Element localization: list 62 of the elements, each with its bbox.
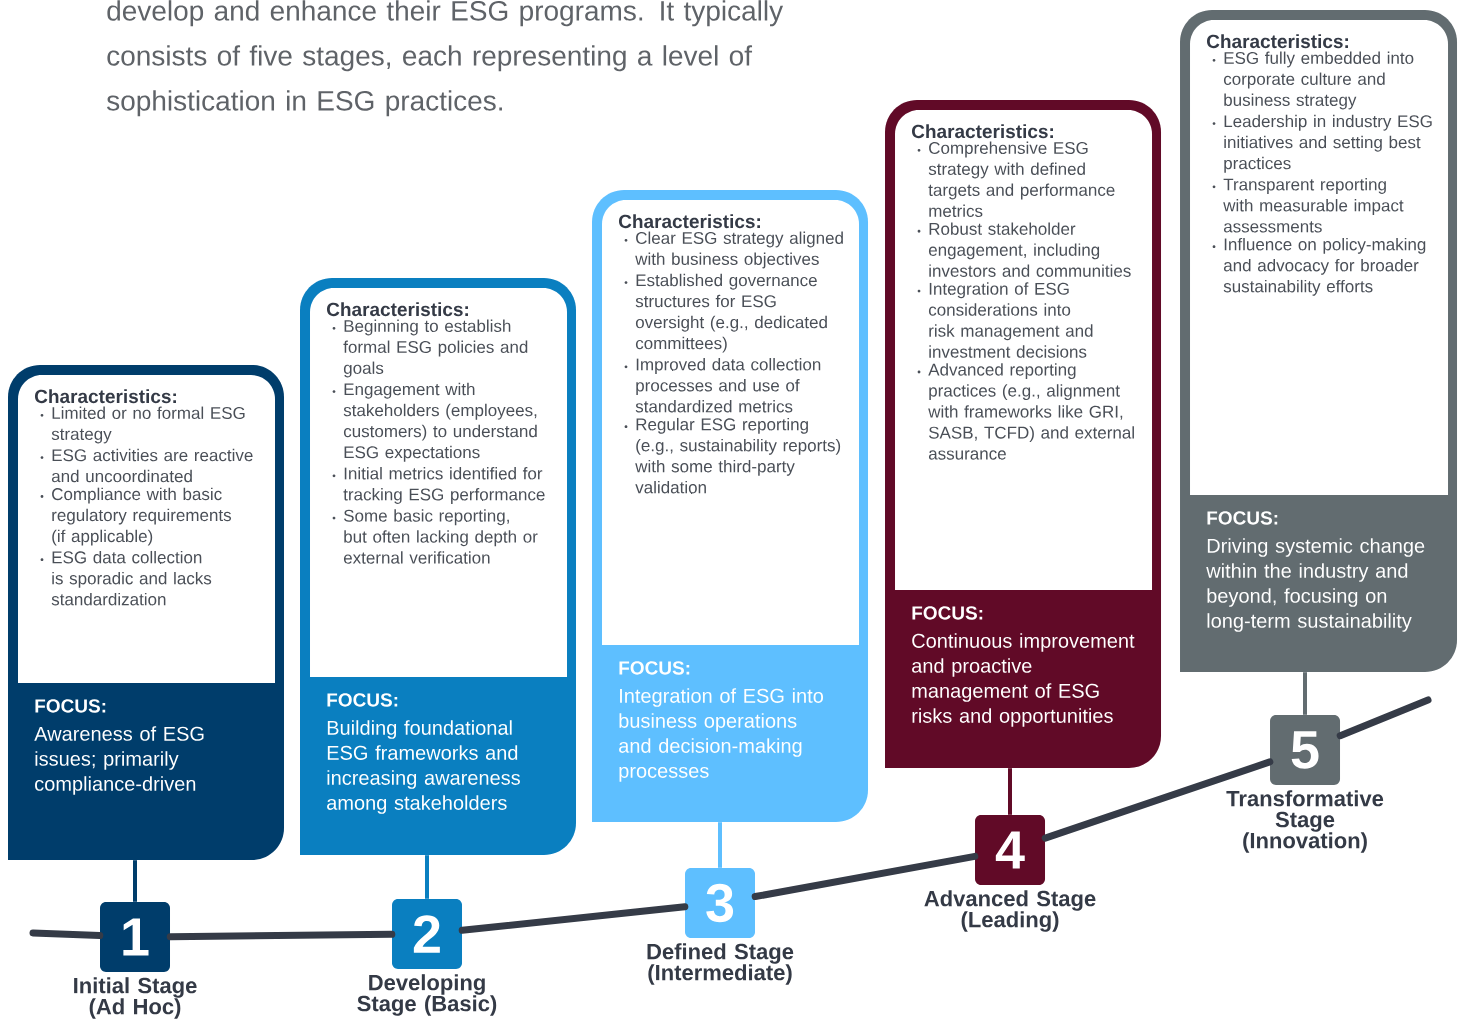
stage-number: 2 xyxy=(392,899,462,969)
connector-line xyxy=(458,903,689,934)
bullet-item: Initial metrics identified for tracking ESG performance xyxy=(332,467,545,504)
bullet-item: Influence on policy-making and advocacy for broader sustainability efforts xyxy=(1212,237,1426,296)
focus-heading: FOCUS: xyxy=(1207,511,1278,525)
focus-text: Continuous improvement and proactive management of ESG risks and opportunities xyxy=(912,633,1135,727)
stage-name: Defined Stage (Intermediate) xyxy=(647,943,794,985)
stage-name: Advanced Stage (Leading) xyxy=(924,890,1096,932)
bullet-item: Leadership in industry ESG initiatives and setting best practices xyxy=(1212,114,1432,173)
stage-name: Initial Stage (Ad Hoc) xyxy=(74,977,197,1019)
connector-line xyxy=(166,930,396,941)
connector-line xyxy=(133,860,137,902)
stage-card xyxy=(592,190,868,822)
bullet-item: Robust stakeholder engagement, including investors and communities xyxy=(917,222,1131,277)
characteristics-heading: Characteristics: xyxy=(912,124,1053,139)
bullet-item: ESG activities are reactive and uncoordinated xyxy=(40,448,253,483)
connector-line xyxy=(1008,768,1012,815)
stage-number: 3 xyxy=(685,868,755,938)
bullet-item: Limited or no formal ESG strategy xyxy=(40,406,245,444)
characteristics-heading: Characteristics: xyxy=(35,389,176,404)
connector-line xyxy=(29,929,104,940)
focus-heading: FOCUS: xyxy=(35,699,106,713)
focus-text: Integration of ESG into business operations and decision-making processes xyxy=(619,688,823,782)
connector-line xyxy=(1303,672,1307,715)
focus-text: Awareness of ESG issues; primarily compliance-driven xyxy=(34,726,204,795)
stage-card xyxy=(885,100,1161,768)
focus-heading: FOCUS: xyxy=(327,693,398,707)
stage-number: 5 xyxy=(1270,715,1340,785)
stage-name: Transformative Stage (Innovation) xyxy=(1226,790,1384,853)
bullet-item: Advanced reporting practices (e.g., alignment with frameworks like GRI, SASB, TCFD) and external assurance xyxy=(917,363,1134,460)
characteristics-heading: Characteristics: xyxy=(619,214,760,229)
bullet-item: Compliance with basic regulatory requirements (if applicable) xyxy=(40,487,232,546)
bullet-item: Transparent reporting with measurable impact assessments xyxy=(1212,178,1404,233)
bullet-item: ESG data collection is sporadic and lacks standardization xyxy=(40,550,212,606)
characteristics-heading: Characteristics: xyxy=(327,302,468,317)
focus-heading: FOCUS: xyxy=(912,606,983,620)
stage-name: Developing Stage (Basic) xyxy=(357,974,497,1016)
stage-card xyxy=(300,278,576,855)
bullet-item: Some basic reporting, but often lacking depth or external verification xyxy=(332,509,538,564)
bullet-item: Comprehensive ESG strategy with defined targets and performance metrics xyxy=(917,141,1115,218)
bullet-item: ESG fully embedded into corporate culture and business strategy xyxy=(1212,51,1414,110)
connector-line xyxy=(718,822,722,868)
stage-number: 4 xyxy=(975,815,1045,885)
focus-text: Building foundational ESG frameworks and increasing awareness among stakeholders xyxy=(327,720,520,814)
connector-line xyxy=(1041,758,1274,842)
focus-heading: FOCUS: xyxy=(619,661,690,675)
bullet-item: Established governance structures for ESG oversight (e.g., dedicated committees) xyxy=(624,273,827,353)
intro-text: develop and enhance their ESG programs. It typically consists of five stages, each representing a level of sophistication in ESG practices. xyxy=(107,0,784,117)
focus-text: Driving systemic change within the industry and beyond, focusing on long-term sustainability xyxy=(1206,538,1425,632)
characteristics-heading: Characteristics: xyxy=(1207,34,1348,49)
connector-line xyxy=(751,852,979,901)
stage-number: 1 xyxy=(100,902,170,972)
stage-card xyxy=(8,365,284,860)
connector-line xyxy=(1336,696,1432,740)
bullet-item: Engagement with stakeholders (employees, customers) to understand ESG expectations xyxy=(332,382,537,462)
bullet-item: Beginning to establish formal ESG policies and goals xyxy=(332,319,528,378)
connector-line xyxy=(425,855,429,899)
bullet-item: Integration of ESG considerations into risk management and investment decisions xyxy=(917,282,1093,358)
bullet-item: Regular ESG reporting (e.g., sustainability reports) with some third-party validation xyxy=(624,417,841,494)
bullet-item: Improved data collection processes and use of standardized metrics xyxy=(624,358,821,413)
stage-card xyxy=(1180,10,1457,672)
bullet-item: Clear ESG strategy aligned with business objectives xyxy=(624,231,843,269)
